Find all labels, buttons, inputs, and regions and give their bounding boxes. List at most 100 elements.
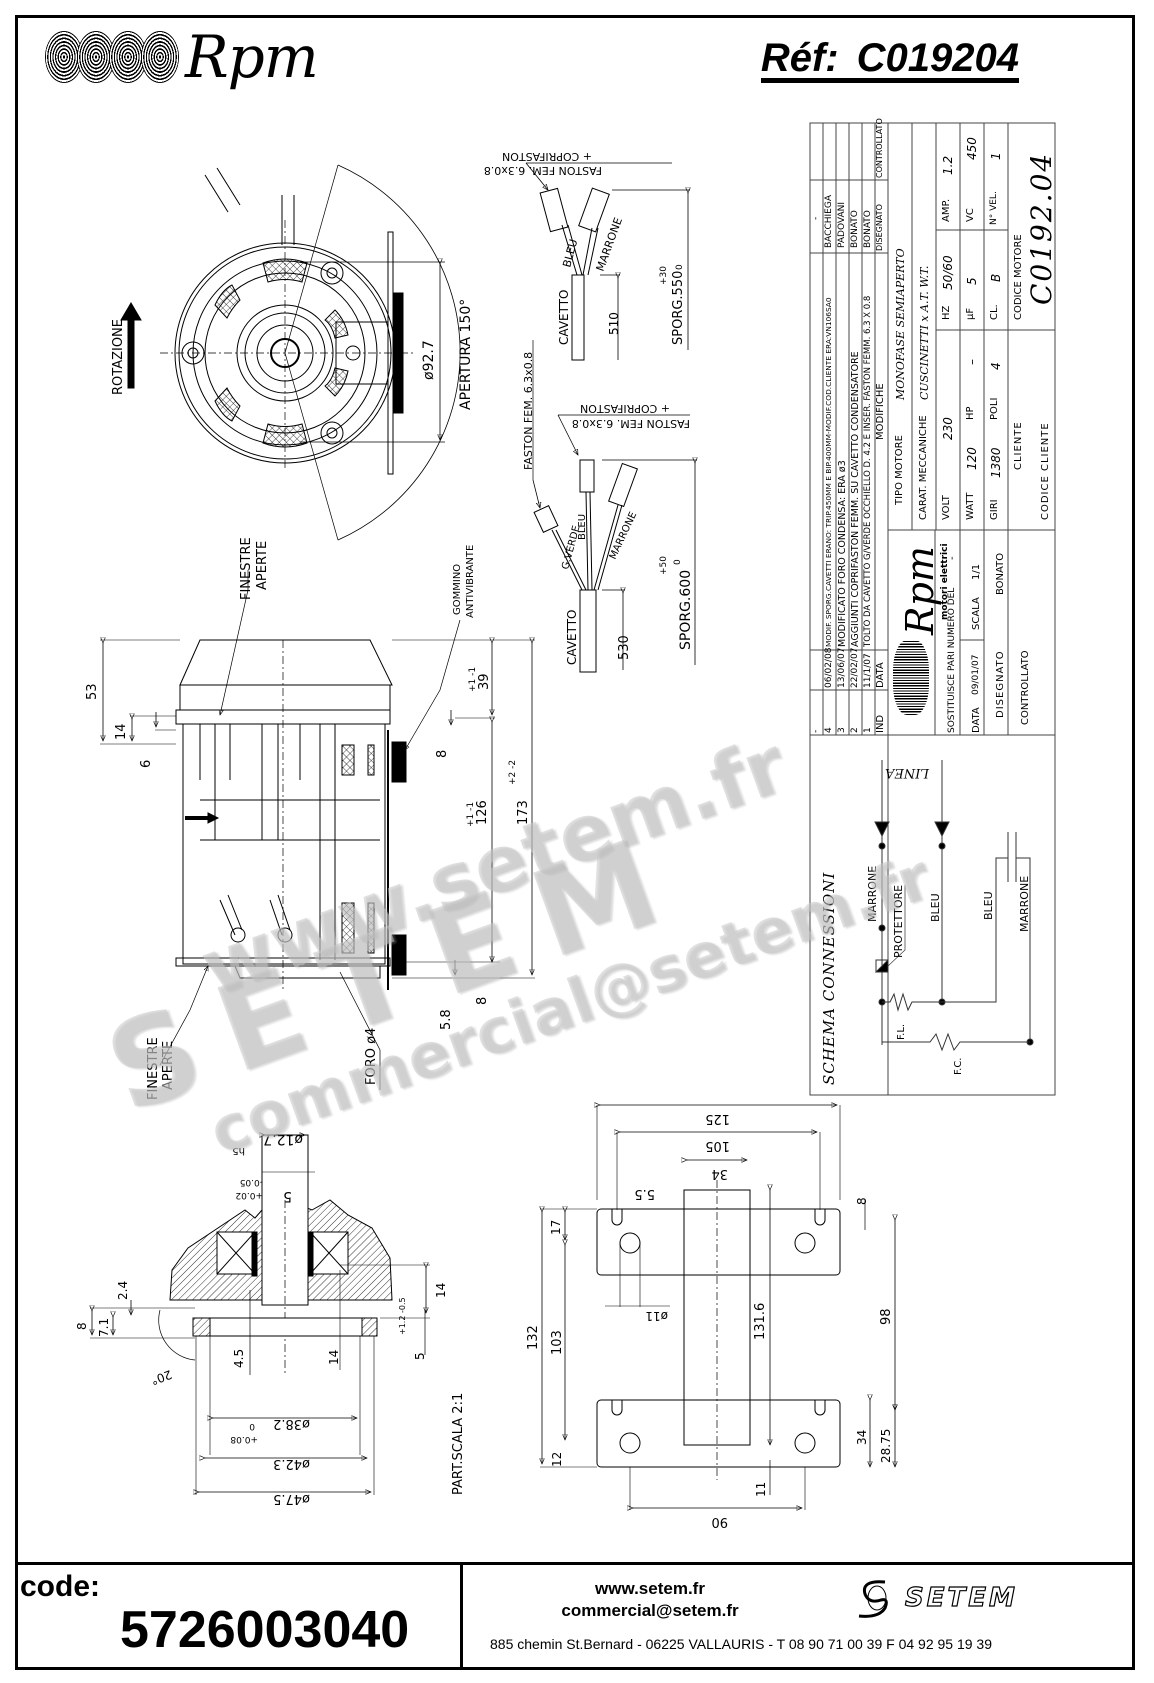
dim-38-tol-plus: +0.08 [230,1434,258,1444]
dim-14: 14 [114,723,129,740]
rev-4-drawn: BACCHIEGA [824,195,834,248]
rev-4-date: 06/02/08 [824,647,834,688]
watt-label: WATT [965,492,976,520]
wire-bleu-top: BLEU [560,238,580,269]
hp-value: – [965,359,979,365]
windows-label-top-2: APERTE [255,541,270,590]
detail-view [90,1135,430,1495]
class-label: CL. [989,304,1000,320]
rotation-label: ROTAZIONE [111,319,126,395]
rpm-value: 1380 [989,447,1003,478]
rev-header-drawn: DISEGNATO [875,204,884,251]
dim-132: 132 [526,1325,541,1350]
rev-3-drawn: PADOVANI [837,202,847,248]
rev-header-checked: CONTROLLATO [875,118,884,178]
rubber-label-1: GOMMINO [452,564,463,615]
volt-value: 230 [941,417,955,440]
schematic-title: SCHEMA CONNESSIONI [820,871,838,1085]
shaft-diameter: ø12.7 [263,1131,303,1147]
opening-label: APERTURA 150° [458,299,474,410]
length-510: 510 [607,312,621,335]
ref-value: C019204 [856,36,1019,80]
rev-0-drawn: - [811,216,821,220]
dim-47-5: ø47.5 [273,1491,310,1506]
flat-tol-plus: +0.02 [235,1190,263,1200]
mech-label: CARAT. MECCANICHE [918,415,929,520]
rev-2-drawn: BONATO [850,210,860,248]
client-code-label: CODICE CLIENTE [1040,422,1051,520]
detail-scale: PART.SCALA 2:1 [451,1393,466,1495]
class-value: B [989,273,1003,282]
rev-1-drawn: BONATO [863,210,873,248]
rotation-arrow-icon [120,302,142,389]
dim-8-bracket: 8 [855,1197,869,1205]
cable-label-top: CAVETTO [557,289,571,345]
dim-53: 53 [85,683,100,700]
rev-2-ind: 2 [850,727,860,733]
cable-label-bottom: CAVETTO [565,609,579,665]
faston-label-bottom: FASTON FEM. 6.3x0.8 [572,417,690,430]
dim-12: 12 [550,1452,564,1467]
hp-label: HP [965,406,976,420]
dim-5-detail: 5 [413,1352,427,1360]
dim-90: 90 [711,1514,728,1529]
front-view [120,164,461,541]
contact-block: www.setem.fr commercial@setem.fr [470,1578,830,1622]
drawn-label: DISEGNATO [995,650,1006,718]
rpm-label: GIRI [989,499,1000,520]
rev-3-ind: 3 [837,727,847,733]
tol-minus-600: 0 [673,559,683,565]
dim-103: 103 [550,1330,565,1355]
hz-label: HZ [941,305,952,320]
rev-1-text: TOLTO DA CAVETTO G/VERDE OCCHIELLO D. 4.… [863,295,873,647]
replaces-value: - [947,556,958,560]
dim-34-side: 34 [855,1430,869,1445]
rev-header-ind: IND [875,714,886,733]
dim-126: 126 [475,800,490,825]
poles-label: POLI [989,397,1000,420]
rpm-logo: Rpm [45,23,319,91]
angle-20: 20° [149,1367,174,1387]
label-fc: F.C. [953,1057,964,1076]
drawing-frame [15,15,1135,1670]
ref-label: Réf: [760,36,839,80]
windows-label-bottom-2: APERTE [161,1041,176,1090]
setem-logo: SETEM [855,1578,1018,1618]
side-view [100,570,535,1090]
faston-side-label: FASTON FEM. 6.3x0.8 [522,352,535,470]
amp-value: 1.2 [941,155,955,175]
dim-14-lower: 14 [327,1350,341,1365]
dim-14-upper: 14 [434,1283,448,1298]
brand-name: Rpm [185,23,319,91]
dim-105: 105 [705,1138,730,1153]
flat-tol-minus: -0.05 [240,1177,263,1187]
coil-logo-icon [45,31,179,83]
line-label: LINEA [885,765,930,780]
vc-value: 450 [965,137,979,160]
rev-0-ind: - [811,729,821,733]
date-value: 09/01/07 [971,654,981,695]
dim-7-1: 7.1 [97,1318,111,1337]
scale-label: SCALA [971,597,982,630]
label-fl: F.L. [896,1023,907,1040]
email-link[interactable]: commercial@setem.fr [561,1601,739,1620]
rev-header-text: MODIFICHE [875,383,886,440]
dim-38-tol-minus: 0 [249,1421,255,1431]
cable-bottom [532,340,697,673]
dim-42-3: ø42.3 [273,1456,310,1471]
rev-4-ind: 4 [824,727,834,733]
rubber-label-2: ANTIVIBRANTE [465,545,476,618]
reference-number: Réf: C019204 [760,36,1019,83]
rev-1-ind: 1 [863,727,873,733]
motor-code-value: C0192.04 [1025,151,1058,305]
uf-label: µF [965,307,976,320]
website-link[interactable]: www.setem.fr [595,1579,705,1598]
dim-39-tol: +1 -1 [468,667,478,692]
dim-5-8: 5.8 [439,1009,454,1030]
bracket-view [540,1105,895,1510]
dim-6: 6 [139,760,154,768]
dim-8-top: 8 [435,750,450,758]
dim-8-bottom: 8 [475,997,490,1005]
rev-2-text: AGGIUNTI COPRIFASTON FEMM. SU CAVETTO CO… [850,351,861,647]
